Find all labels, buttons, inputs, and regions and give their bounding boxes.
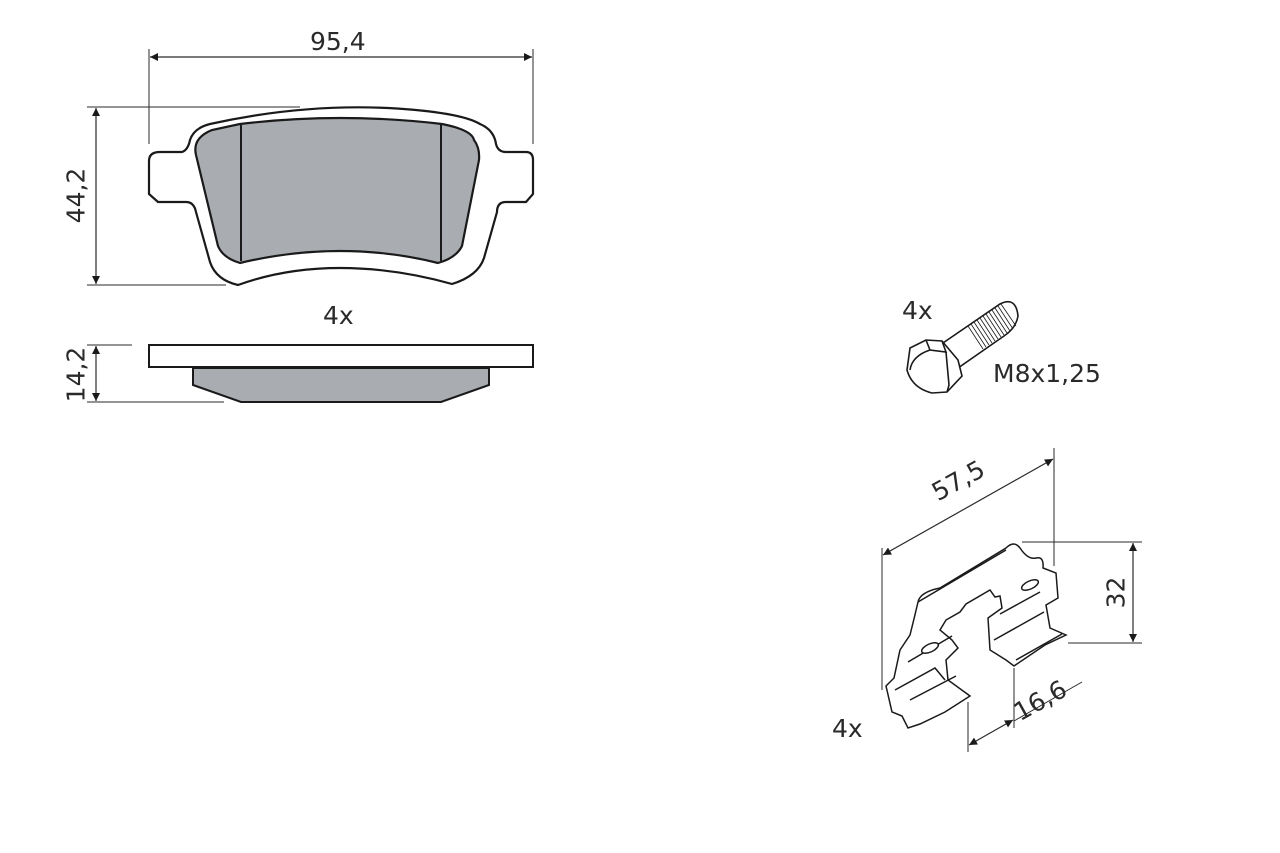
clip-height-label: 32: [1101, 576, 1131, 609]
friction-material: [194, 116, 481, 265]
bolt-quantity-label: 4x: [902, 296, 933, 325]
side-backing-plate: [148, 344, 534, 368]
pad-height-dimension: [87, 106, 300, 286]
clip-depth-dimension: [967, 668, 1083, 752]
clip-body: [885, 543, 1068, 729]
pad-width-label: 95,4: [310, 27, 366, 56]
pad-quantity-label: 4x: [323, 301, 354, 330]
clip-length-dimension: [881, 448, 1055, 690]
bolt-drawing: [906, 300, 1019, 394]
bolt-shank: [938, 300, 1019, 370]
brake-pad-side-view: [148, 344, 534, 403]
bolt-thread: [967, 303, 1017, 350]
pad-thickness-label: 14,2: [61, 346, 91, 403]
bolt-thread-label: M8x1,25: [993, 359, 1101, 388]
clip-drawing: [885, 543, 1068, 729]
clip-quantity-label: 4x: [832, 714, 863, 743]
brake-pad-front-view: [147, 106, 535, 287]
side-friction-material: [192, 367, 490, 403]
pad-thickness-dimension: [87, 344, 224, 403]
pad-height-label: 44,2: [61, 167, 91, 224]
clip-height-dimension: [1022, 541, 1142, 644]
pad-width-dimension: [148, 49, 534, 144]
